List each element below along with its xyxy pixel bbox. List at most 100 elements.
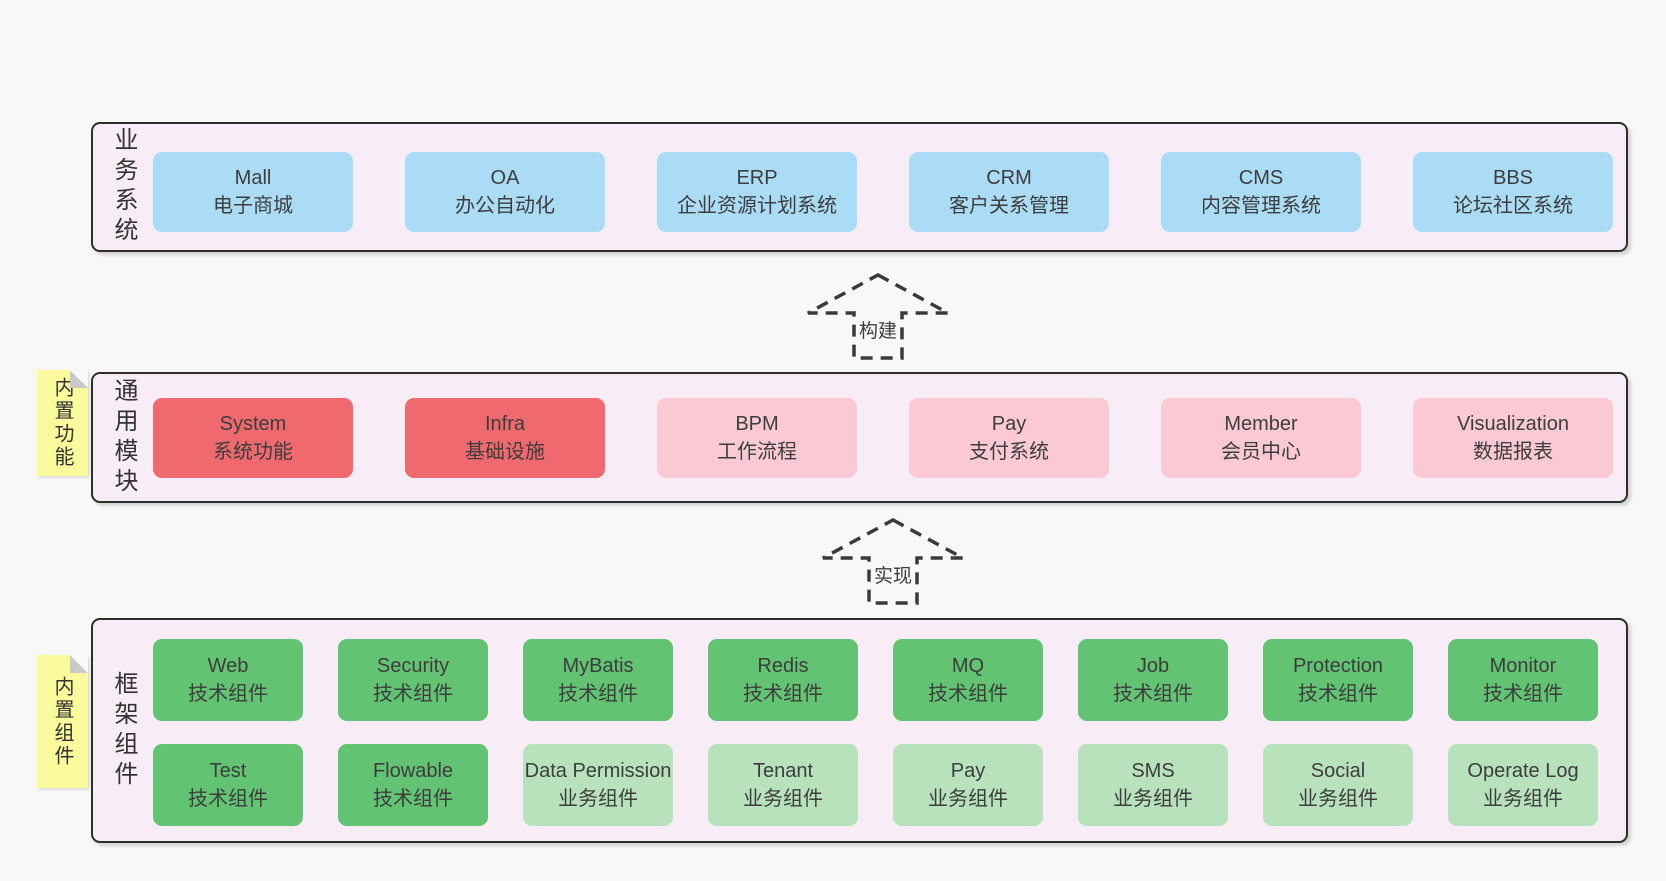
module-name: OA <box>490 166 520 189</box>
module-subtitle: 业务组件 <box>928 788 1008 810</box>
box-infra: Infra 基础设施 <box>405 398 605 478</box>
box-bpm: BPM 工作流程 <box>657 398 857 478</box>
box-data-permission: Data Permission 业务组件 <box>523 744 673 826</box>
module-name: Security <box>376 654 450 677</box>
module-name: BBS <box>1492 166 1534 189</box>
up-arrow-icon <box>807 273 949 360</box>
module-subtitle: 客户关系管理 <box>949 195 1069 217</box>
box-crm: CRM 客户关系管理 <box>909 152 1109 232</box>
box-mall: Mall 电子商城 <box>153 152 353 232</box>
module-name: Monitor <box>1489 654 1557 677</box>
box-mq: MQ 技术组件 <box>893 639 1043 721</box>
band-common-modules: 通用模块 System 系统功能 Infra 基础设施 BPM 工作流程 Pay… <box>91 372 1628 503</box>
band-business-systems: 业务系统 Mall 电子商城 OA 办公自动化 ERP 企业资源计划系统 CRM… <box>91 122 1628 252</box>
module-subtitle: 技术组件 <box>188 683 268 705</box>
module-name: ERP <box>736 166 778 189</box>
module-subtitle: 系统功能 <box>213 441 293 463</box>
module-subtitle: 技术组件 <box>558 683 638 705</box>
module-subtitle: 支付系统 <box>969 441 1049 463</box>
band-framework-components-label: 框架组件 <box>110 670 137 791</box>
box-erp: ERP 企业资源计划系统 <box>657 152 857 232</box>
implement-arrow-label: 实现 <box>870 561 916 588</box>
module-name: Infra <box>484 412 526 435</box>
box-test: Test 技术组件 <box>153 744 303 826</box>
box-security: Security 技术组件 <box>338 639 488 721</box>
module-name: Flowable <box>372 759 454 782</box>
box-tenant: Tenant 业务组件 <box>708 744 858 826</box>
box-bbs: BBS 论坛社区系统 <box>1413 152 1613 232</box>
module-name: System <box>219 412 287 435</box>
module-subtitle: 业务组件 <box>1298 788 1378 810</box>
folded-corner-icon <box>70 370 88 388</box>
box-system: System 系统功能 <box>153 398 353 478</box>
module-name: Operate Log <box>1467 759 1579 782</box>
module-subtitle: 论坛社区系统 <box>1453 195 1573 217</box>
module-name: SMS <box>1131 759 1175 782</box>
module-name: BPM <box>735 412 779 435</box>
module-name: Test <box>209 759 247 782</box>
box-pay-business: Pay 业务组件 <box>893 744 1043 826</box>
box-operate-log: Operate Log 业务组件 <box>1448 744 1598 826</box>
band-framework-components: 框架组件 Web 技术组件 Security 技术组件 MyBatis 技术组件… <box>91 618 1628 843</box>
box-web: Web 技术组件 <box>153 639 303 721</box>
module-name: Pay <box>991 412 1027 435</box>
box-oa: OA 办公自动化 <box>405 152 605 232</box>
module-subtitle: 办公自动化 <box>455 195 555 217</box>
box-monitor: Monitor 技术组件 <box>1448 639 1598 721</box>
module-name: Data Permission <box>524 759 672 782</box>
module-subtitle: 电子商城 <box>213 195 293 217</box>
module-subtitle: 技术组件 <box>743 683 823 705</box>
module-subtitle: 内容管理系统 <box>1201 195 1321 217</box>
band-common-modules-label: 通用模块 <box>110 377 137 498</box>
sticky-note-text: 内置功能 <box>51 377 73 469</box>
module-name: MQ <box>951 654 985 677</box>
module-subtitle: 会员中心 <box>1221 441 1301 463</box>
module-name: Protection <box>1292 654 1384 677</box>
box-mybatis: MyBatis 技术组件 <box>523 639 673 721</box>
module-subtitle: 技术组件 <box>1298 683 1378 705</box>
band-business-systems-label: 业务系统 <box>110 127 137 247</box>
module-name: Social <box>1310 759 1366 782</box>
sticky-note-built-in-components: 内置组件 <box>37 655 88 788</box>
box-member: Member 会员中心 <box>1161 398 1361 478</box>
module-subtitle: 工作流程 <box>717 441 797 463</box>
folded-corner-icon <box>70 655 88 673</box>
box-flowable: Flowable 技术组件 <box>338 744 488 826</box>
box-social: Social 业务组件 <box>1263 744 1413 826</box>
module-name: Job <box>1136 654 1170 677</box>
module-subtitle: 技术组件 <box>928 683 1008 705</box>
module-subtitle: 企业资源计划系统 <box>677 195 837 217</box>
module-subtitle: 技术组件 <box>1483 683 1563 705</box>
module-subtitle: 基础设施 <box>465 441 545 463</box>
module-name: MyBatis <box>562 654 634 677</box>
module-name: CMS <box>1238 166 1284 189</box>
module-name: Tenant <box>752 759 814 782</box>
sticky-note-built-in-functions: 内置功能 <box>37 370 88 476</box>
sticky-note-text: 内置组件 <box>51 675 73 768</box>
module-name: Visualization <box>1457 412 1569 435</box>
box-job: Job 技术组件 <box>1078 639 1228 721</box>
box-pay-system: Pay 支付系统 <box>909 398 1109 478</box>
module-subtitle: 技术组件 <box>373 788 453 810</box>
module-subtitle: 技术组件 <box>373 683 453 705</box>
build-arrow: 构建 <box>793 266 963 362</box>
up-arrow-icon <box>822 518 964 605</box>
module-name: Redis <box>757 654 809 677</box>
module-subtitle: 业务组件 <box>558 788 638 810</box>
box-redis: Redis 技术组件 <box>708 639 858 721</box>
module-name: Web <box>207 654 249 677</box>
module-subtitle: 技术组件 <box>188 788 268 810</box>
module-subtitle: 技术组件 <box>1113 683 1193 705</box>
module-name: CRM <box>986 166 1032 189</box>
module-subtitle: 业务组件 <box>1113 788 1193 810</box>
box-protection: Protection 技术组件 <box>1263 639 1413 721</box>
box-visualization: Visualization 数据报表 <box>1413 398 1613 478</box>
module-subtitle: 业务组件 <box>1483 788 1563 810</box>
module-name: Pay <box>950 759 986 782</box>
implement-arrow: 实现 <box>808 511 978 607</box>
module-name: Member <box>1224 412 1298 435</box>
module-subtitle: 数据报表 <box>1473 441 1553 463</box>
module-subtitle: 业务组件 <box>743 788 823 810</box>
box-sms: SMS 业务组件 <box>1078 744 1228 826</box>
box-cms: CMS 内容管理系统 <box>1161 152 1361 232</box>
